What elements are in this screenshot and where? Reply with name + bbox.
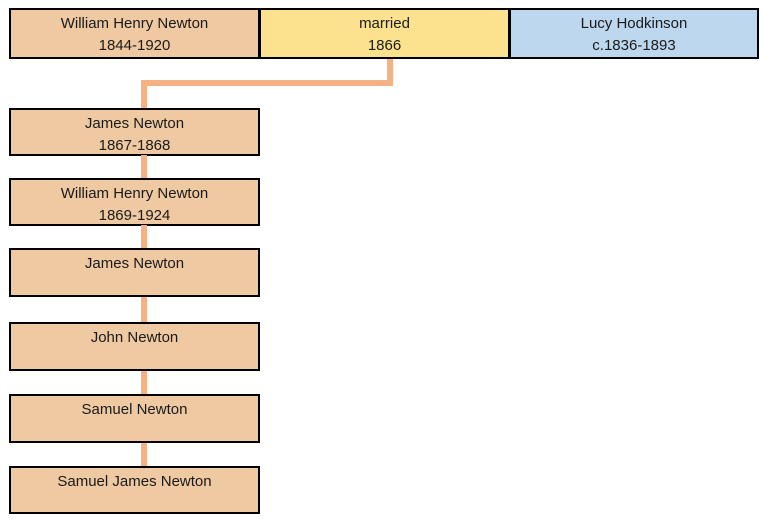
connector-child-1-2: [141, 155, 147, 178]
person-box-child-4: John Newton: [9, 322, 260, 371]
person-name: William Henry Newton: [60, 185, 209, 202]
marriage-label: married: [359, 15, 410, 32]
person-box-mother: Lucy Hodkinson c.1836-1893: [509, 8, 759, 59]
person-dates: 1844-1920: [98, 37, 171, 54]
person-name: John Newton: [90, 329, 179, 346]
person-name: William Henry Newton: [60, 15, 209, 32]
person-name: Samuel James Newton: [57, 473, 212, 490]
person-box-child-6: Samuel James Newton: [9, 466, 260, 514]
connector-elbow-vertical: [141, 80, 147, 108]
connector-elbow-horizontal: [141, 80, 393, 86]
connector-marriage-drop: [387, 59, 393, 86]
connector-child-4-5: [141, 371, 147, 394]
person-dates: 1869-1924: [98, 207, 171, 224]
person-name: James Newton: [84, 255, 185, 272]
person-box-child-2: William Henry Newton 1869-1924: [9, 178, 260, 226]
person-box-child-5: Samuel Newton: [9, 394, 260, 443]
connector-child-5-6: [141, 443, 147, 466]
person-name: Samuel Newton: [81, 401, 188, 418]
connector-child-2-3: [141, 225, 147, 248]
person-name: James Newton: [84, 115, 185, 132]
person-name: Lucy Hodkinson: [580, 15, 688, 32]
connector-child-3-4: [141, 297, 147, 322]
person-box-child-3: James Newton: [9, 248, 260, 297]
person-dates: 1867-1868: [98, 137, 171, 154]
person-dates: c.1836-1893: [592, 37, 676, 54]
marriage-year: 1866: [367, 37, 402, 54]
person-box-child-1: James Newton 1867-1868: [9, 108, 260, 156]
marriage-box: married 1866: [259, 8, 510, 59]
person-box-father: William Henry Newton 1844-1920: [9, 8, 260, 59]
